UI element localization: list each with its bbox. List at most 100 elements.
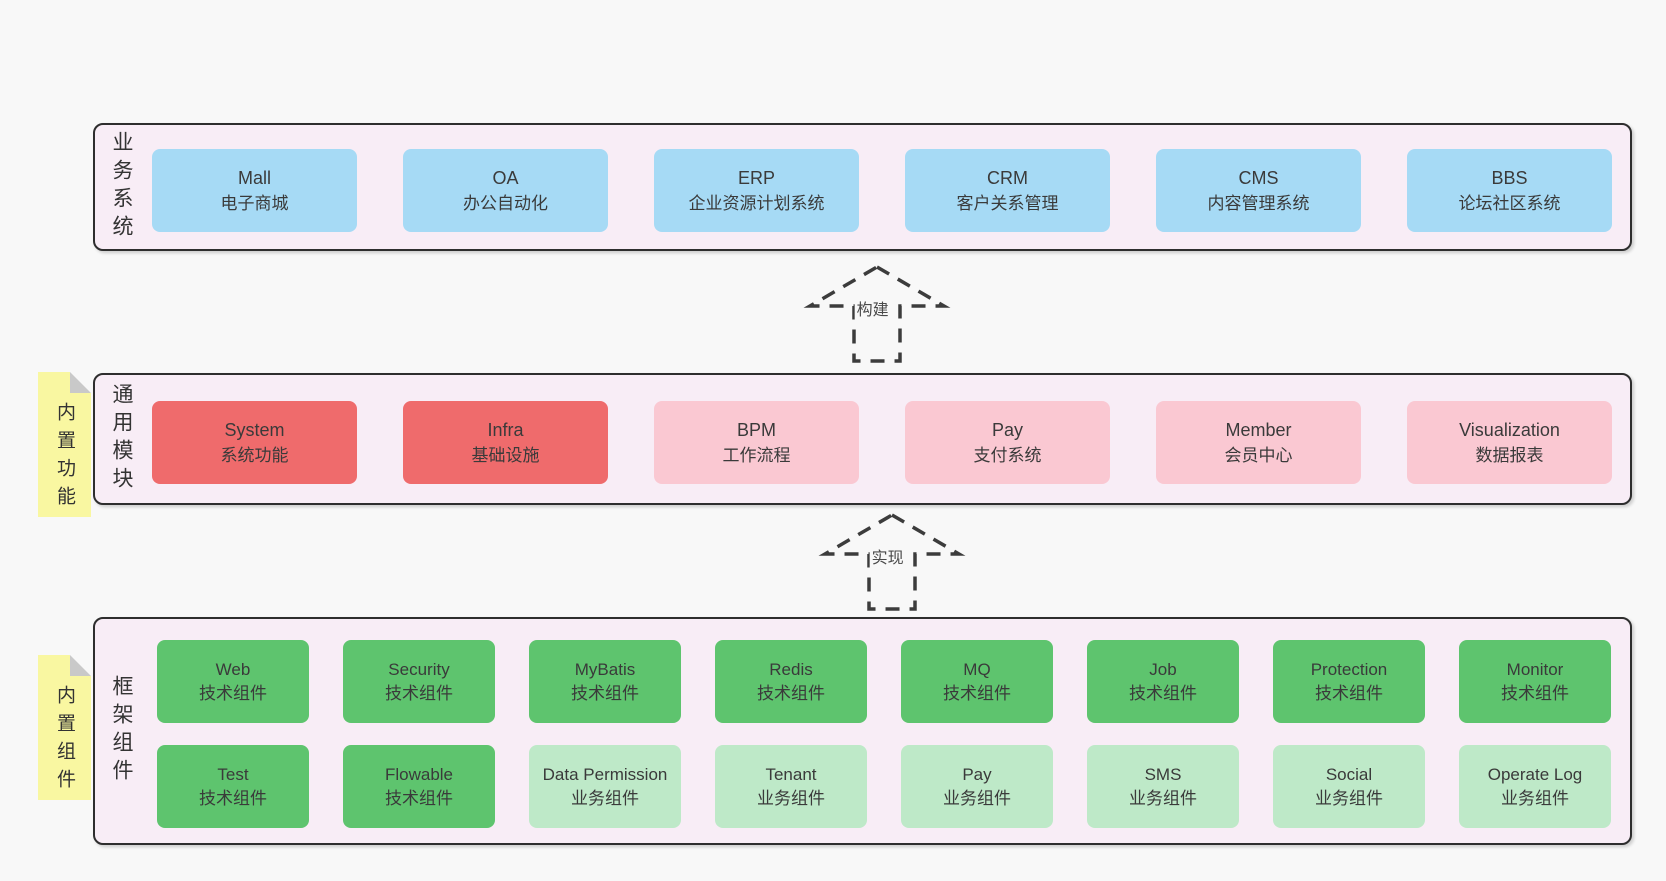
component-name: MQ xyxy=(963,659,991,679)
component-name: Web xyxy=(215,659,251,679)
up-arrow-icon xyxy=(818,512,966,611)
component-desc: 办公自动化 xyxy=(463,193,548,213)
component-desc: 论坛社区系统 xyxy=(1458,193,1561,213)
built-in-components-label: 内置组件 xyxy=(54,685,75,797)
component-box: Protection 技术组件 xyxy=(1273,640,1425,723)
component-box: Tenant 业务组件 xyxy=(715,745,867,828)
component-name: Mall xyxy=(237,167,271,188)
component-desc: 工作流程 xyxy=(722,445,791,465)
component-box: Data Permission 业务组件 xyxy=(529,745,681,828)
component-name: BPM xyxy=(736,419,776,440)
component-box: MyBatis 技术组件 xyxy=(529,640,681,723)
component-box: CMS 内容管理系统 xyxy=(1156,149,1361,232)
component-desc: 企业资源计划系统 xyxy=(688,193,825,213)
component-desc: 支付系统 xyxy=(973,445,1042,465)
component-desc: 技术组件 xyxy=(385,683,453,703)
component-name: Tenant xyxy=(765,764,817,784)
component-desc: 数据报表 xyxy=(1475,445,1544,465)
component-name: System xyxy=(224,419,285,440)
component-name: Test xyxy=(217,764,249,784)
component-box: Member 会员中心 xyxy=(1156,401,1361,484)
component-box: Security 技术组件 xyxy=(343,640,495,723)
modules-boxes: System 系统功能 Infra 基础设施 BPM 工作流程 Pay 支付系统… xyxy=(152,401,1630,484)
component-box: Infra 基础设施 xyxy=(403,401,608,484)
component-name: Pay xyxy=(991,419,1024,440)
component-desc: 系统功能 xyxy=(220,445,289,465)
component-desc: 业务组件 xyxy=(1315,788,1383,808)
component-box: Pay 支付系统 xyxy=(905,401,1110,484)
component-desc: 业务组件 xyxy=(571,788,639,808)
common-modules-label: 通用模块 xyxy=(110,383,133,495)
component-name: SMS xyxy=(1144,764,1182,784)
component-box: BBS 论坛社区系统 xyxy=(1407,149,1612,232)
component-desc: 技术组件 xyxy=(199,683,267,703)
component-box: SMS 业务组件 xyxy=(1087,745,1239,828)
component-desc: 技术组件 xyxy=(1501,683,1569,703)
component-name: Social xyxy=(1325,764,1373,784)
component-name: CMS xyxy=(1238,167,1279,188)
component-desc: 内容管理系统 xyxy=(1207,193,1310,213)
component-name: Job xyxy=(1149,659,1177,679)
common-modules-panel: 通用模块 System 系统功能 Infra 基础设施 BPM 工作流程 Pay… xyxy=(93,373,1632,505)
component-box: Job 技术组件 xyxy=(1087,640,1239,723)
built-in-features-label: 内置功能 xyxy=(54,402,75,514)
component-name: Monitor xyxy=(1506,659,1564,679)
component-name: Operate Log xyxy=(1487,764,1583,784)
framework-components-panel: 框架组件 Web 技术组件 Security 技术组件 MyBatis 技术组件… xyxy=(93,617,1632,845)
component-box: Web 技术组件 xyxy=(157,640,309,723)
component-name: Flowable xyxy=(384,764,454,784)
build-arrow-label: 构建 xyxy=(854,296,891,320)
component-name: Redis xyxy=(769,659,813,679)
framework-row-1: Web 技术组件 Security 技术组件 MyBatis 技术组件 Redi… xyxy=(157,640,1630,723)
component-desc: 技术组件 xyxy=(199,788,267,808)
component-desc: 基础设施 xyxy=(471,445,540,465)
component-name: Infra xyxy=(487,419,524,440)
implement-arrow: 实现 xyxy=(818,512,966,612)
component-box: MQ 技术组件 xyxy=(901,640,1053,723)
up-arrow-icon xyxy=(803,264,951,363)
component-box: Flowable 技术组件 xyxy=(343,745,495,828)
component-box: System 系统功能 xyxy=(152,401,357,484)
component-name: Security xyxy=(388,659,450,679)
component-desc: 技术组件 xyxy=(1315,683,1383,703)
component-box: OA 办公自动化 xyxy=(403,149,608,232)
component-name: Pay xyxy=(962,764,992,784)
component-desc: 技术组件 xyxy=(757,683,825,703)
component-box: Monitor 技术组件 xyxy=(1459,640,1611,723)
component-name: BBS xyxy=(1491,167,1528,188)
component-desc: 业务组件 xyxy=(1501,788,1569,808)
component-desc: 业务组件 xyxy=(1129,788,1197,808)
component-box: Redis 技术组件 xyxy=(715,640,867,723)
component-name: Member xyxy=(1225,419,1292,440)
framework-components-label: 框架组件 xyxy=(110,675,133,787)
business-systems-label: 业务系统 xyxy=(110,131,133,243)
built-in-features-note: 内置功能 xyxy=(38,372,91,517)
component-desc: 电子商城 xyxy=(220,193,289,213)
business-systems-panel: 业务系统 Mall 电子商城 OA 办公自动化 ERP 企业资源计划系统 CRM… xyxy=(93,123,1632,251)
business-boxes: Mall 电子商城 OA 办公自动化 ERP 企业资源计划系统 CRM 客户关系… xyxy=(152,149,1630,232)
component-box: Operate Log 业务组件 xyxy=(1459,745,1611,828)
component-desc: 业务组件 xyxy=(757,788,825,808)
component-desc: 业务组件 xyxy=(943,788,1011,808)
component-desc: 会员中心 xyxy=(1224,445,1293,465)
component-box: CRM 客户关系管理 xyxy=(905,149,1110,232)
build-arrow: 构建 xyxy=(803,264,951,364)
component-box: Social 业务组件 xyxy=(1273,745,1425,828)
component-name: Data Permission xyxy=(542,764,668,784)
component-box: Pay 业务组件 xyxy=(901,745,1053,828)
component-name: ERP xyxy=(737,167,775,188)
component-desc: 技术组件 xyxy=(1129,683,1197,703)
component-desc: 技术组件 xyxy=(943,683,1011,703)
component-box: Visualization 数据报表 xyxy=(1407,401,1612,484)
component-box: BPM 工作流程 xyxy=(654,401,859,484)
component-name: Protection xyxy=(1310,659,1388,679)
component-name: Visualization xyxy=(1459,419,1560,440)
component-desc: 技术组件 xyxy=(571,683,639,703)
component-box: Test 技术组件 xyxy=(157,745,309,828)
component-box: Mall 电子商城 xyxy=(152,149,357,232)
component-name: OA xyxy=(492,167,519,188)
component-name: CRM xyxy=(987,167,1028,188)
component-box: ERP 企业资源计划系统 xyxy=(654,149,859,232)
component-name: MyBatis xyxy=(574,659,636,679)
implement-arrow-label: 实现 xyxy=(869,544,906,568)
